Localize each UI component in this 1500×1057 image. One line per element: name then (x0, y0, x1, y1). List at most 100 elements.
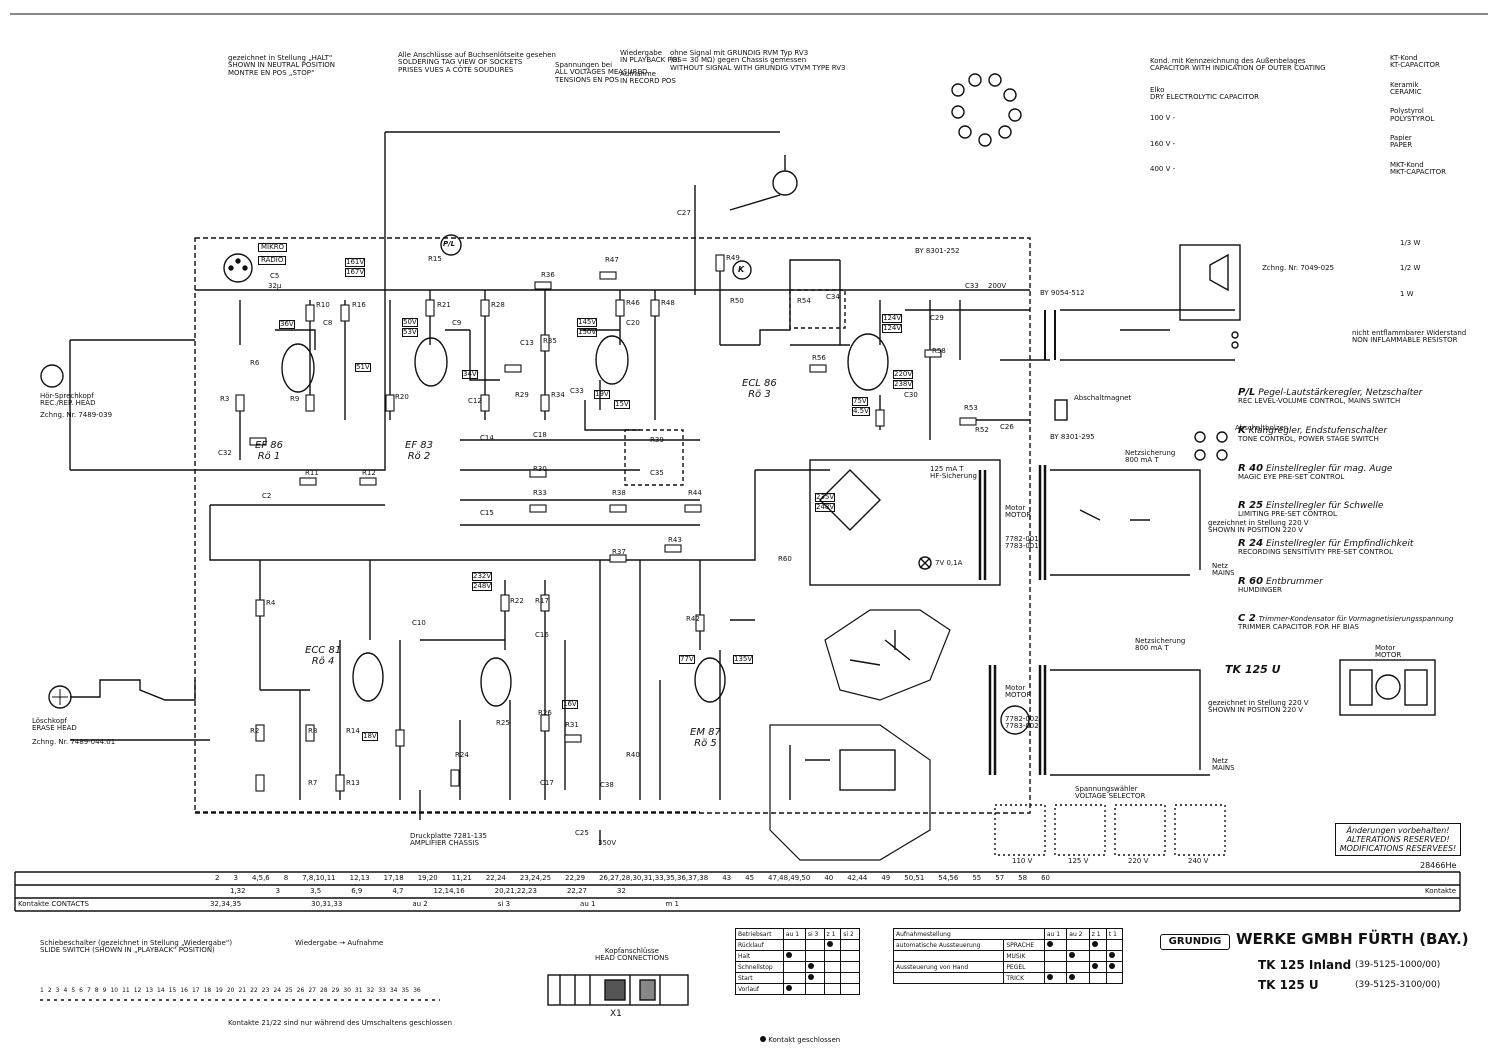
pilot-bulb-label: 7V 0,1A (935, 559, 963, 567)
table-cell (1043, 972, 1068, 984)
contact-c-13: 43 (722, 874, 732, 882)
voltage-selector-title: Spannungswähler (1075, 785, 1138, 793)
label-r29: R29 (515, 391, 529, 399)
table-cell: TRICK (1003, 972, 1045, 984)
label-c13: C13 (520, 339, 534, 347)
tube-name-ecc81: ECC 81 (305, 645, 342, 656)
sw-num-29: 29 (331, 987, 340, 994)
label-r52: R52 (975, 426, 989, 434)
motor-title: Motor (1375, 644, 1396, 652)
side-legend-pl-en: REC LEVEL-VOLUME CONTROL, MAINS SWITCH (1238, 397, 1401, 405)
sw-num-21: 21 (238, 987, 247, 994)
legend-ni-en: NON INFLAMMABLE RESISTOR (1352, 336, 1458, 345)
table-cell (1066, 961, 1090, 973)
contact-b-3: 6,9 (351, 887, 363, 895)
legend-kond: Kond. mit Kennzeichnung des Außenbelages (1150, 57, 1306, 65)
drawing-number: 28466He (1420, 861, 1457, 870)
record-head (40, 364, 64, 388)
table-cell (804, 939, 825, 951)
table-cell (1043, 939, 1068, 951)
contact-c-24: 60 (1041, 874, 1051, 882)
contact-c-18: 49 (881, 874, 891, 882)
table-cell: MUSIK (1003, 950, 1045, 962)
legend-capacitor-symbols: Kond. mit Kennzeichnung des Außenbelages… (1150, 57, 1326, 173)
contact-a-5: m 1 (665, 900, 679, 908)
label-r60: R60 (778, 555, 792, 563)
output-socket (772, 170, 798, 196)
side-legend-pl-text: Pegel-Lautstärkeregler, Netzschalter (1258, 388, 1423, 398)
note-voltages-en: ALL VOLTAGES MEASURED (555, 68, 648, 77)
label-r16: R16 (352, 301, 366, 309)
table-cell (840, 983, 860, 995)
table-cell: Schnellstop (735, 961, 784, 973)
tube-code-ef86: Rö 1 (257, 451, 281, 462)
label-c5: C5 (270, 272, 280, 280)
label-c33: C33 (570, 387, 584, 395)
note-halt: gezeichnet in Stellung „HALT“ SHOWN IN N… (228, 54, 335, 77)
legend-r-1w: 1 W (1400, 289, 1414, 298)
sw-num-26: 26 (296, 987, 305, 994)
tube-ecc81-b (480, 657, 512, 707)
voltage-19v: 19V (594, 390, 610, 400)
sw-num-10: 10 (110, 987, 119, 994)
voltage-34v: 34V (462, 370, 478, 380)
table-row: Start (735, 972, 860, 984)
motor-en-1: MOTOR (1005, 511, 1032, 520)
vsel-220: 220 V (1128, 857, 1149, 865)
table-cell (1105, 961, 1124, 973)
legend-polystyrol-en: POLYSTYROL (1390, 114, 1435, 123)
amplifier-chassis-outline (194, 237, 1031, 814)
side-legend-c2-text: Trimmer-Kondensator für Vormagnetisierun… (1258, 615, 1454, 623)
contact-b-5: 12,14,16 (433, 887, 465, 895)
label-r34: R34 (551, 391, 565, 399)
label-r37: R37 (612, 548, 626, 556)
label-r13: R13 (346, 779, 360, 787)
table-cell (840, 950, 860, 962)
side-legend-r25-key: R 25 (1238, 500, 1264, 511)
contact-c-1: 3 (233, 874, 238, 882)
table-row: Vorlauf (735, 983, 860, 995)
record-head-en: REC./REP. HEAD (40, 399, 96, 408)
legend-keramik: Keramik (1390, 80, 1419, 89)
side-legend-c2-key: C 2 (1238, 613, 1256, 624)
table-cell: Aussteuerung von Hand (892, 961, 1005, 973)
table-cell (782, 939, 806, 951)
sw-num-2: 2 (47, 987, 52, 994)
label-c8: C8 (323, 319, 333, 327)
contact-c-12: 26,27,28,30,31,33,35,36,37,38 (599, 874, 709, 882)
contact-closed-legend-dot (760, 1036, 766, 1042)
contact-b-0: 1,32 (230, 887, 246, 895)
label-r49: R49 (726, 254, 740, 262)
legend-mkt-en: MKT-CAPACITOR (1390, 168, 1446, 177)
sw-num-36: 36 (413, 987, 421, 994)
note-voltages-fr: TENSIONS EN POS (555, 75, 619, 84)
note-signal: ohne Signal mit GRUNDIG RVM Typ RV3 (Ri … (670, 49, 846, 72)
side-legend-r40-key: R 40 (1238, 463, 1264, 474)
label-r15: R15 (428, 255, 442, 263)
mains-fuse-value-2: 800 mA T (1135, 644, 1169, 653)
vsel-110: 110 V (1012, 857, 1033, 865)
model-inland: TK 125 Inland (1258, 958, 1352, 972)
voltage-150v: 150V (577, 328, 598, 338)
record-position-table: Aufnahmestellung au 1 au 2 z 1 t 1 autom… (892, 928, 1124, 984)
contact-closed-dot (785, 985, 792, 991)
sw-num-7: 7 (86, 987, 91, 994)
table-header: Betriebsart (735, 928, 784, 940)
label-r31: R31 (565, 721, 579, 729)
k-control-label: K (738, 265, 745, 274)
label-r38: R38 (612, 489, 626, 497)
contact-c-8: 11,21 (451, 874, 472, 882)
table-cell (823, 983, 842, 995)
changes-fr: MODIFICATIONS RESERVEES! (1339, 844, 1457, 853)
changes-en: ALTERATIONS RESERVED! (1346, 835, 1450, 844)
table-cell: Vorlauf (735, 983, 784, 995)
label-c26: C26 (1000, 423, 1014, 431)
speaker-drawing-no: Zchng. Nr. 7049-025 (1262, 264, 1335, 272)
